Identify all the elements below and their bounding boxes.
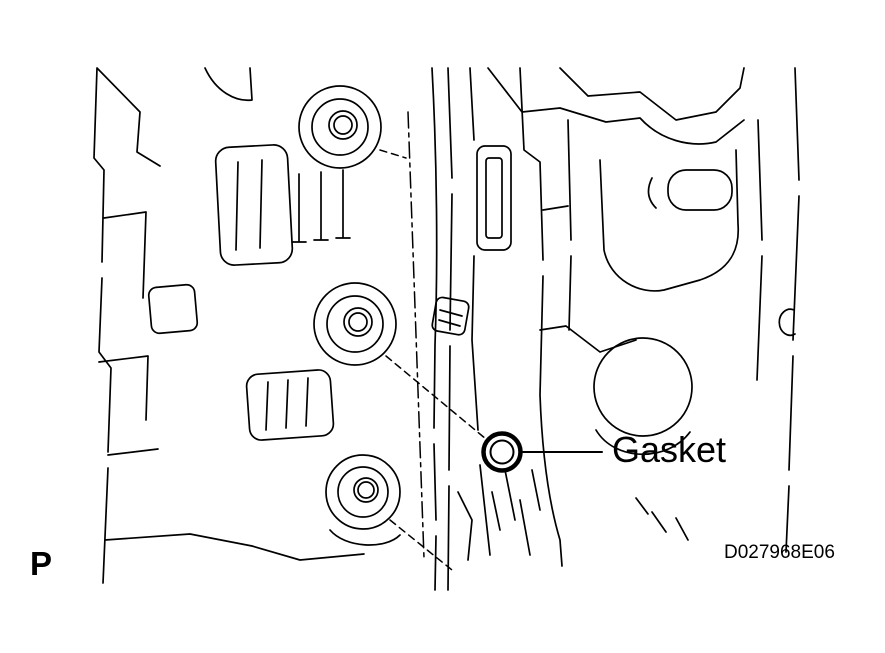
boss-pad-center-ribs	[265, 377, 309, 431]
bolt-bottom-head-center	[357, 481, 375, 499]
center-right-lines	[457, 67, 637, 567]
top-right-lines	[487, 67, 745, 145]
bolt-top-head	[328, 110, 358, 140]
boss-pad-center	[245, 369, 335, 441]
boss-pad-top-left	[214, 144, 294, 266]
page-marker: P	[30, 545, 53, 582]
bottom-details	[329, 469, 689, 556]
gasket-ring	[481, 431, 523, 473]
right-knob	[667, 169, 733, 211]
engine-outline	[93, 67, 800, 591]
bolt-middle-ring-outer	[313, 282, 397, 366]
centerline	[407, 111, 425, 559]
bolt-bottom-ring-mid	[337, 466, 389, 518]
mount-bracket	[431, 296, 470, 336]
slot-window-outer	[476, 145, 512, 251]
bolt-bottom-ring-outer	[325, 454, 401, 530]
bolt-bottom	[325, 454, 401, 530]
bolt-middle-ring-mid	[326, 295, 384, 353]
boss-pad-mid-left	[147, 283, 199, 335]
figure-code: D027968E06	[724, 542, 835, 563]
boss-pad-top-left-ribs	[235, 159, 263, 251]
right-housing	[599, 149, 740, 292]
bolt-middle-head-center	[348, 312, 368, 332]
bolt-middle-head	[343, 307, 373, 337]
bolt-bottom-head	[353, 477, 379, 503]
projection-dashes	[379, 149, 487, 571]
bolt-top-head-center	[333, 115, 353, 135]
bolt-top-ring-outer	[298, 85, 382, 169]
bolt-top-ring-mid	[311, 98, 369, 156]
bolt-top	[298, 85, 382, 169]
bolt-middle	[313, 282, 397, 366]
slot-window-inner	[485, 157, 503, 239]
right-boundary	[756, 67, 800, 553]
left-block-outline	[93, 67, 365, 584]
gasket-ring-inner	[489, 439, 515, 465]
right-bore-circle	[593, 337, 693, 437]
head-edge-lines	[431, 67, 453, 591]
right-bore-arc	[595, 429, 691, 456]
top-left-details	[204, 67, 351, 243]
gasket-callout	[481, 431, 603, 473]
gasket-label: Gasket	[612, 429, 727, 470]
mount-bracket-slots	[438, 309, 463, 327]
